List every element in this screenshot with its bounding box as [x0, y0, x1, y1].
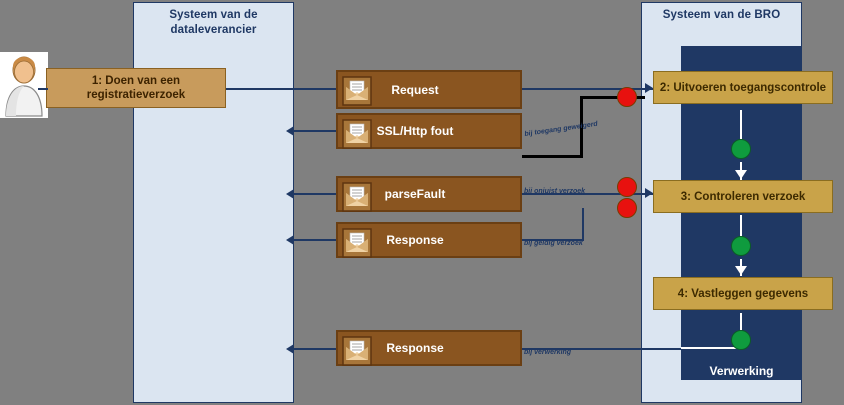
fault-elbow-horizontal-bottom [522, 155, 583, 158]
lane-supplier-title-line1: Systeem van de [169, 9, 258, 21]
lane-supplier [133, 2, 294, 403]
envelope-icon [342, 228, 372, 258]
arrow-into-step3 [645, 188, 653, 198]
message-response-2[interactable]: Response [336, 330, 522, 366]
step-4-box[interactable]: 4: Vastleggen gegevens [653, 277, 833, 310]
step-2-label: 2: Uitvoeren toegangscontrole [659, 81, 827, 94]
step-1-label-line2: registratieverzoek [86, 89, 186, 101]
step-1-label-line1: 1: Doen van een [91, 75, 181, 87]
envelope-icon [342, 182, 372, 212]
envelope-icon [342, 76, 372, 106]
connector-request-to-step2 [522, 88, 653, 90]
message-request[interactable]: Request [336, 70, 522, 109]
connector-step1-to-request [226, 88, 336, 90]
message-response-1[interactable]: Response [336, 222, 522, 258]
message-ssl-http-fout-label: SSL/Http fout [376, 124, 454, 138]
envelope-icon [342, 336, 372, 366]
node-request-ok[interactable] [731, 236, 751, 256]
actor-panel [0, 52, 48, 118]
fault-elbow-vertical [580, 96, 583, 158]
node-access-granted[interactable] [731, 139, 751, 159]
actor-figure-icon [5, 56, 43, 117]
message-response-2-label: Response [386, 341, 444, 355]
flow-arrow-2 [735, 266, 747, 275]
node-access-denied[interactable] [617, 87, 637, 107]
node-stored-ok[interactable] [731, 330, 751, 350]
connector-response1-elbow-h [522, 239, 584, 241]
arrow-into-lane-sslfout [286, 126, 294, 136]
connector-band-to-response2 [522, 348, 681, 350]
message-parsefault[interactable]: parseFault [336, 176, 522, 212]
response-branch-horizontal [681, 347, 742, 349]
arrow-into-lane-response1 [286, 235, 294, 245]
lane-supplier-title: Systeem van de dataleverancier [133, 8, 294, 38]
step-1-box[interactable]: 1: Doen van een registratieverzoek [46, 68, 226, 108]
message-ssl-http-fout[interactable]: SSL/Http fout [336, 113, 522, 149]
flow-line-3 [740, 215, 742, 245]
annotation-access-denied: bij toegang geweigerd [524, 120, 599, 138]
lane-bro-title: Systeem van de BRO [662, 9, 781, 21]
node-invalid-request[interactable] [617, 177, 637, 197]
node-valid-request[interactable] [617, 198, 637, 218]
message-parsefault-label: parseFault [384, 187, 446, 201]
step-4-label: 4: Vastleggen gegevens [677, 287, 809, 300]
connector-parsefault-node-to-step3 [522, 193, 653, 195]
flow-line-5 [740, 313, 742, 331]
connector-parsefault-to-lane [294, 193, 336, 195]
arrow-into-step2 [645, 83, 653, 93]
connector-response1-elbow-v [582, 208, 584, 239]
connector-actor-to-step1 [38, 88, 48, 90]
connector-response1-to-lane [294, 239, 336, 241]
flow-arrow-1 [735, 170, 747, 179]
step-3-box[interactable]: 3: Controleren verzoek [653, 180, 833, 213]
annotation-valid-request: bij geldig verzoek [524, 240, 583, 247]
connector-response2-to-lane [294, 348, 336, 350]
processing-band-label: Verwerking [709, 364, 774, 378]
message-request-label: Request [391, 82, 439, 97]
lane-supplier-title-line2: dataleverancier [170, 24, 257, 36]
fault-elbow-horizontal-top [580, 96, 645, 99]
step-2-box[interactable]: 2: Uitvoeren toegangscontrole [653, 71, 833, 104]
annotation-processing: bij verwerking [524, 349, 572, 356]
message-response-1-label: Response [386, 233, 444, 247]
envelope-icon [342, 119, 372, 149]
connector-sslfout-to-lane [294, 130, 336, 132]
step-3-label: 3: Controleren verzoek [680, 190, 806, 203]
flow-line-1 [740, 110, 742, 148]
annotation-invalid-request: bij onjuist verzoek [524, 188, 586, 195]
arrow-into-lane-response2 [286, 344, 294, 354]
arrow-into-lane-parsefault [286, 189, 294, 199]
